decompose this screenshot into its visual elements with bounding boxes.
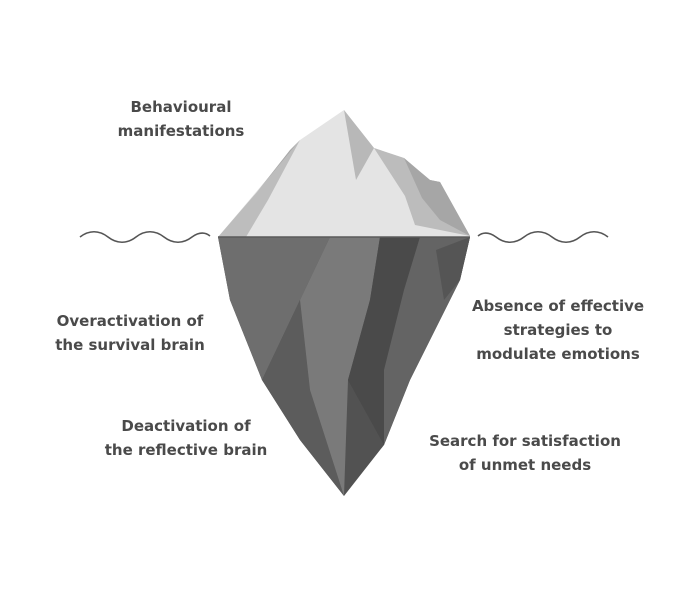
label-behavioural-manifestations: Behavioural manifestations [96, 95, 266, 143]
label-line: Behavioural [130, 98, 232, 116]
label-unmet-needs: Search for satisfaction of unmet needs [422, 429, 628, 477]
label-line: the reflective brain [104, 441, 268, 459]
label-reflective-brain: Deactivation of the reflective brain [98, 414, 274, 462]
label-line: the survival brain [55, 336, 205, 354]
label-line: strategies to [503, 321, 613, 339]
label-line: of unmet needs [458, 456, 592, 474]
label-line: Absence of effective [471, 297, 645, 315]
label-line: modulate emotions [476, 345, 640, 363]
base-right-notch [436, 237, 470, 300]
tip-left-ridge [257, 140, 300, 192]
left-wave [79, 230, 211, 244]
base-center-right [348, 237, 420, 445]
tip-right-face [404, 158, 470, 236]
iceberg-base [218, 237, 470, 496]
base-left-lower [262, 300, 344, 496]
base-left-face [218, 237, 330, 380]
tip-center-shadow [344, 110, 374, 180]
right-wave [477, 230, 609, 244]
iceberg-tip [218, 110, 470, 237]
base-center-face [300, 237, 380, 496]
label-effective-strategies: Absence of effective strategies to modul… [462, 294, 654, 366]
label-line: Overactivation of [56, 312, 204, 330]
tip-main-face [218, 110, 470, 237]
label-survival-brain: Overactivation of the survival brain [45, 309, 215, 357]
label-line: Search for satisfaction [429, 432, 621, 450]
label-line: Deactivation of [121, 417, 251, 435]
label-line: manifestations [117, 122, 245, 140]
